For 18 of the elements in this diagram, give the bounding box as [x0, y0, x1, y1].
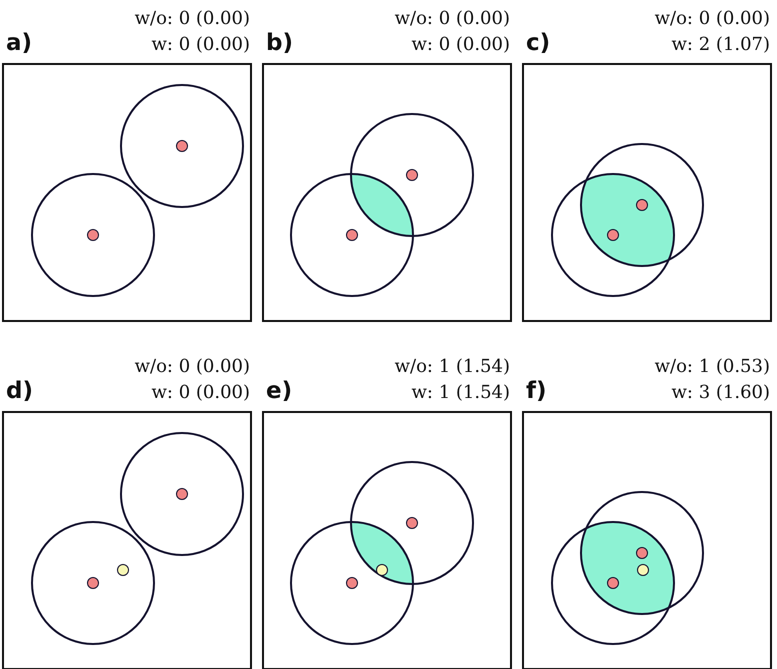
panel-letter: c): [526, 30, 550, 56]
panel-letter: a): [6, 30, 32, 56]
panel-letter: e): [266, 378, 292, 404]
score-text: w: 0 (0.00): [152, 34, 250, 55]
panel-letter: d): [6, 378, 33, 404]
panel-letter: f): [526, 378, 547, 404]
score-text: w/o: 1 (1.54): [394, 356, 510, 377]
panel-letter: b): [266, 30, 293, 56]
score-text: w: 2 (1.07): [672, 34, 770, 55]
score-text: w: 0 (0.00): [412, 34, 510, 55]
score-text: w: 0 (0.00): [152, 382, 250, 403]
score-text: w: 1 (1.54): [412, 382, 510, 403]
score-text: w/o: 0 (0.00): [654, 8, 770, 29]
score-text: w/o: 0 (0.00): [134, 356, 250, 377]
score-text: w/o: 1 (0.53): [654, 356, 770, 377]
score-text: w: 3 (1.60): [672, 382, 770, 403]
score-text: w/o: 0 (0.00): [134, 8, 250, 29]
score-text: w/o: 0 (0.00): [394, 8, 510, 29]
